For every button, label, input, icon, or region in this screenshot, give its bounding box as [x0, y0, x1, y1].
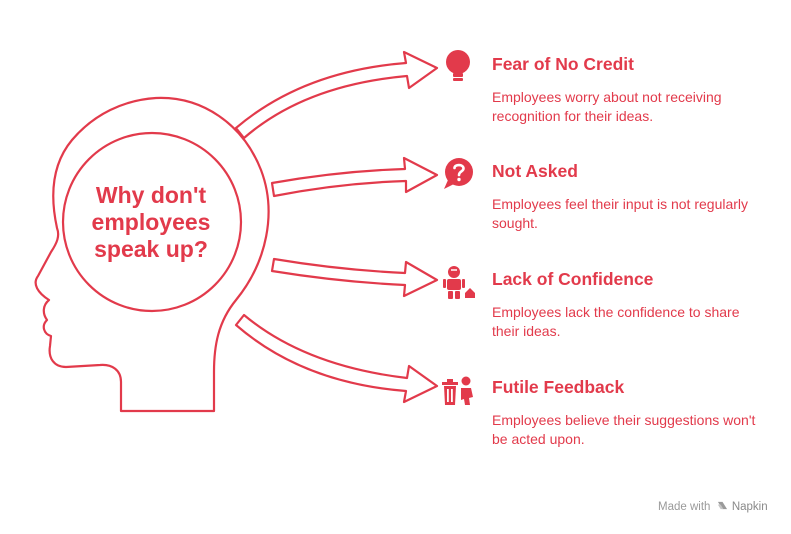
footer-prefix: Made with: [658, 501, 711, 513]
arrow-to-futile-feedback: [234, 313, 439, 404]
thought-circle: [61, 131, 243, 313]
item-description: Employees believe their suggestions won'…: [492, 412, 756, 447]
item-description: Employees worry about not receiving reco…: [492, 89, 722, 124]
arrow-to-lack-of-confidence: [270, 257, 439, 298]
item-title: Futile Feedback: [492, 377, 625, 397]
made-with-napkin[interactable]: Made with Napkin: [658, 500, 768, 513]
arrow-to-not-asked: [270, 156, 439, 198]
person-icon: [443, 266, 475, 299]
item-title: Not Asked: [492, 161, 578, 181]
arrow-to-fear-of-no-credit: [234, 50, 439, 140]
napkin-logo-icon: [717, 501, 727, 510]
lightbulb-icon: [446, 50, 470, 81]
trash-person-icon: [442, 376, 473, 405]
head-silhouette: [34, 96, 270, 413]
question-bubble-icon: [444, 158, 473, 189]
central-question: Why don't employees speak up?: [91, 182, 211, 262]
item-title: Fear of No Credit: [492, 54, 634, 74]
item-description: Employees lack the confidence to share t…: [492, 304, 740, 339]
item-description: Employees feel their input is not regula…: [492, 196, 749, 231]
item-title: Lack of Confidence: [492, 269, 654, 289]
footer-brand: Napkin: [731, 501, 768, 513]
